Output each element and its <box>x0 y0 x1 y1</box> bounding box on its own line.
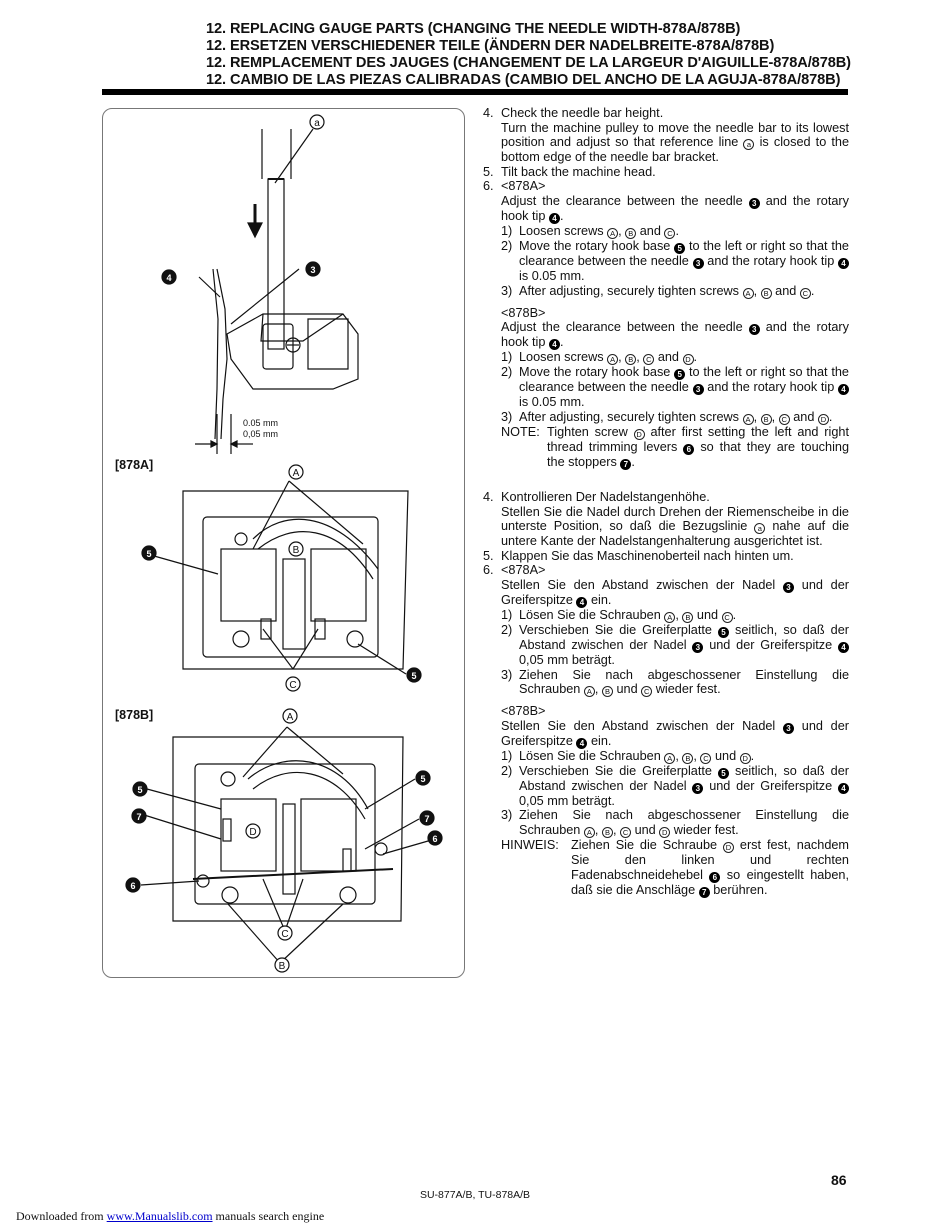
de-step-4-body: Stellen Sie die Nadel durch Drehen der R… <box>501 504 850 549</box>
mark-D-878b: D <box>249 827 256 838</box>
mark-4-needle-detail: 4 <box>166 273 171 283</box>
section-878b-label: [878B] <box>115 708 153 722</box>
de-878b-intro: Stellen Sie den Abstand zwischen der Nad… <box>501 718 850 749</box>
mark-C-878a: C <box>289 680 296 691</box>
de-878a-intro: Stellen Sie den Abstand zwischen der Nad… <box>501 577 850 608</box>
clearance-label-2: 0,05 mm <box>243 429 278 439</box>
title-english: 12. REPLACING GAUGE PARTS (CHANGING THE … <box>206 21 741 37</box>
mark-5-878b-left: 5 <box>137 785 142 795</box>
model-line: SU-877A/B, TU-878A/B <box>419 1189 531 1201</box>
en-878a-intro: Adjust the clearance between the needle … <box>501 193 849 224</box>
de-878b-2: 2)Verschieben Sie die Greiferplatte 5 se… <box>501 763 849 808</box>
section-878a-label: [878A] <box>115 458 153 472</box>
title-german: 12. ERSETZEN VERSCHIEDENER TEILE (ÄNDERN… <box>206 38 775 54</box>
mark-A-878b: A <box>287 712 294 723</box>
page-header: 12. REPLACING GAUGE PARTS (CHANGING THE … <box>206 21 856 89</box>
title-spanish: 12. CAMBIO DE LAS PIEZAS CALIBRADAS (CAM… <box>206 72 841 88</box>
german-instructions: 4.Kontrollieren Der Nadelstangenhöhe. St… <box>483 490 849 898</box>
english-instructions: 4.Check the needle bar height. Turn the … <box>483 106 850 470</box>
de-hinweis: HINWEIS:Ziehen Sie die Schraube D erst f… <box>501 837 850 898</box>
page-number: 86 <box>831 1172 847 1188</box>
download-footer: Downloaded from www.Manualslib.com manua… <box>16 1209 324 1224</box>
de-step-5: 5.Klappen Sie das Maschinenoberteil nach… <box>483 548 794 563</box>
de-878b-1: 1)Lösen Sie die Schrauben A, B, C und D. <box>501 748 755 764</box>
en-878a-2: 2)Move the rotary hook base 5 to the lef… <box>501 238 850 283</box>
mark-5-878a-left: 5 <box>146 549 151 559</box>
en-step-5: 5.Tilt back the machine head. <box>483 164 656 179</box>
en-step-4-body: Turn the machine pulley to move the need… <box>501 120 850 165</box>
de-878b-tag: <878B> <box>501 704 546 719</box>
en-878b-tag: <878B> <box>501 305 546 320</box>
label-a: a <box>314 118 320 129</box>
header-rule <box>102 89 848 95</box>
tagline-text: manuals search engine <box>215 1209 325 1223</box>
mark-6-878b-right: 6 <box>432 834 437 844</box>
mark-B-878a: B <box>293 545 300 556</box>
illustration: a 0.05 mm 0,05 mm 4 <box>115 114 443 973</box>
mark-5-878a-right: 5 <box>411 671 416 681</box>
en-step-6: 6.<878A> <box>483 179 546 194</box>
en-878b-2: 2)Move the rotary hook base 5 to the lef… <box>501 365 850 410</box>
de-878a-2: 2)Verschieben Sie die Greiferplatte 5 se… <box>501 622 849 667</box>
mark-C-878b: C <box>281 929 288 940</box>
mark-3-needle-detail: 3 <box>310 265 315 275</box>
en-878a-3: 3)After adjusting, securely tighten scre… <box>501 283 815 299</box>
en-878b-1: 1)Loosen screws A, B, C and D. <box>501 350 698 366</box>
manualslib-link[interactable]: www.Manualslib.com <box>106 1209 213 1223</box>
needle-bar-detail: a 0.05 mm 0,05 mm 4 <box>161 114 359 454</box>
diagram-878a: A B C 5 5 <box>141 464 422 692</box>
en-878b-3: 3)After adjusting, securely tighten scre… <box>501 409 833 425</box>
mark-6-878b-left: 6 <box>130 881 135 891</box>
mark-7-878b-left: 7 <box>136 812 141 822</box>
en-note: NOTE:Tighten screw D after first setting… <box>501 424 849 470</box>
diagram-878b: A D C B 5 5 7 7 6 6 <box>125 708 443 973</box>
de-878a-1: 1)Lösen Sie die Schrauben A, B und C. <box>501 607 737 623</box>
en-step-4: 4.Check the needle bar height. <box>483 106 664 120</box>
figure-panel: a 0.05 mm 0,05 mm 4 <box>102 108 465 978</box>
de-step-6: 6.<878A> <box>483 563 546 578</box>
mark-5-878b-right: 5 <box>420 774 425 784</box>
title-french: 12. REMPLACEMENT DES JAUGES (CHANGEMENT … <box>206 55 851 71</box>
mark-B-878b: B <box>279 961 286 972</box>
mark-7-878b-right: 7 <box>424 814 429 824</box>
clearance-label-1: 0.05 mm <box>243 418 278 428</box>
downloaded-from-text: Downloaded from <box>16 1209 104 1223</box>
en-878a-1: 1)Loosen screws A, B and C. <box>501 223 679 239</box>
de-878a-3: 3)Ziehen Sie nach abgeschossener Einstel… <box>501 667 849 698</box>
de-step-4: 4.Kontrollieren Der Nadelstangenhöhe. <box>483 490 710 504</box>
mark-A-878a: A <box>293 468 300 479</box>
en-878b-intro: Adjust the clearance between the needle … <box>501 320 849 351</box>
de-878b-3: 3)Ziehen Sie nach abgeschossener Einstel… <box>501 808 849 838</box>
